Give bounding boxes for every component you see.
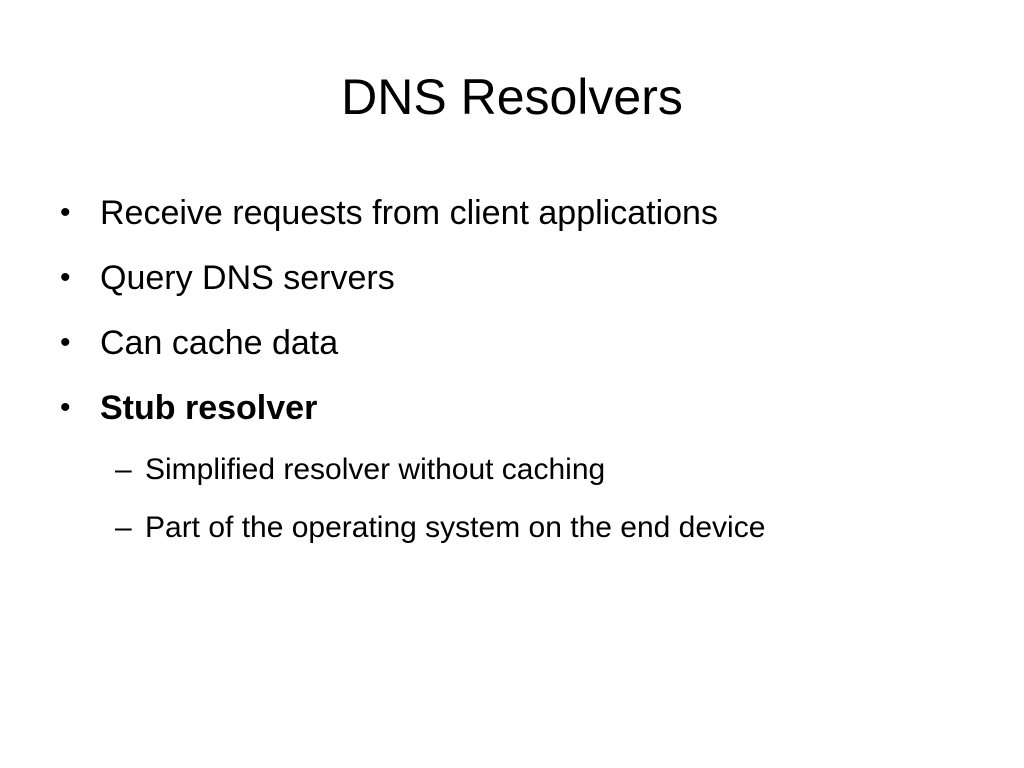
bullet-list: • Receive requests from client applicati… [60,185,980,561]
sub-bullet-marker: – [115,511,132,544]
sub-bullet-item: – Part of the operating system on the en… [60,503,980,561]
bullet-item: • Receive requests from client applicati… [60,185,980,250]
bullet-text: Receive requests from client application… [100,194,718,232]
slide-title: DNS Resolvers [341,69,683,125]
bullet-item: • Can cache data [60,315,980,380]
sub-bullet-marker: – [115,453,132,486]
bullet-text: Can cache data [100,324,339,362]
sub-bullet-text: Part of the operating system on the end … [145,511,766,544]
bullet-text: Query DNS servers [100,259,395,297]
bullet-marker: • [60,261,71,294]
bullet-item: • Stub resolver [60,380,980,445]
sub-bullet-item: – Simplified resolver without caching [60,445,980,503]
bullet-marker: • [60,326,71,359]
bullet-marker: • [60,196,71,229]
sub-bullet-text: Simplified resolver without caching [145,453,606,486]
bullet-text: Stub resolver [100,389,318,427]
bullet-marker: • [60,391,71,424]
bullet-item: • Query DNS servers [60,250,980,315]
